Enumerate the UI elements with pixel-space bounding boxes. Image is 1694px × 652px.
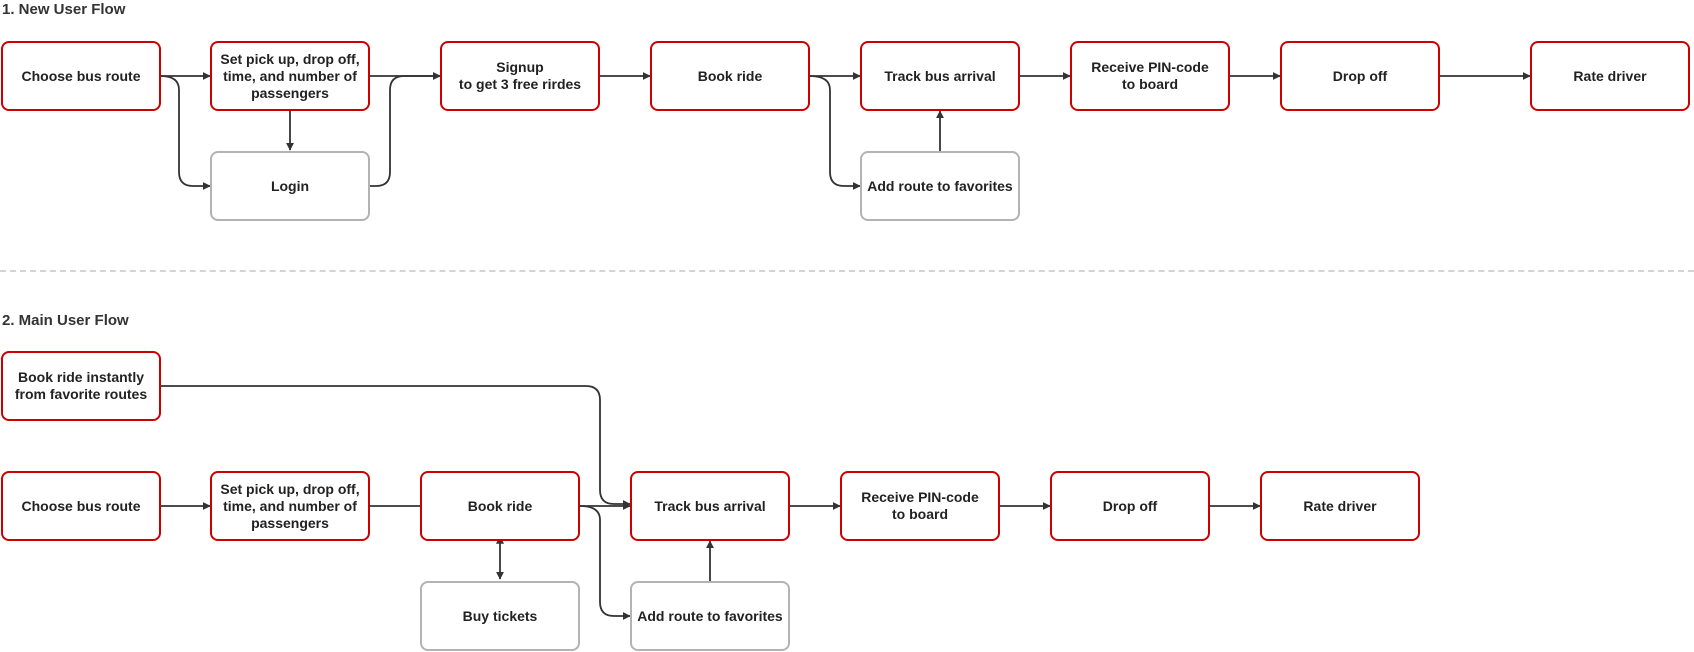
connector-book-to-favorites bbox=[809, 75, 861, 190]
node-set-trip-details: Set pick up, drop off, time, and number … bbox=[210, 471, 370, 541]
connector-instant-to-track bbox=[161, 385, 631, 508]
node-rate-driver: Rate driver bbox=[1530, 41, 1690, 111]
section-title-new-user-flow: 1. New User Flow bbox=[2, 1, 126, 18]
node-add-route-to-favorites: Add route to favorites bbox=[860, 151, 1020, 221]
node-drop-off: Drop off bbox=[1050, 471, 1210, 541]
node-track-bus-arrival: Track bus arrival bbox=[860, 41, 1020, 111]
section-title-main-user-flow: 2. Main User Flow bbox=[2, 312, 129, 329]
node-add-route-to-favorites: Add route to favorites bbox=[630, 581, 790, 651]
node-signup: Signup to get 3 free rirdes bbox=[440, 41, 600, 111]
node-receive-pin-code: Receive PIN-code to board bbox=[1070, 41, 1230, 111]
node-book-ride-instantly: Book ride instantly from favorite routes bbox=[1, 351, 161, 421]
node-choose-bus-route: Choose bus route bbox=[1, 41, 161, 111]
node-drop-off: Drop off bbox=[1280, 41, 1440, 111]
node-buy-tickets: Buy tickets bbox=[420, 581, 580, 651]
node-book-ride: Book ride bbox=[650, 41, 810, 111]
node-receive-pin-code: Receive PIN-code to board bbox=[840, 471, 1000, 541]
node-login: Login bbox=[210, 151, 370, 221]
node-choose-bus-route: Choose bus route bbox=[1, 471, 161, 541]
connector-login-to-signup bbox=[370, 72, 441, 187]
node-track-bus-arrival: Track bus arrival bbox=[630, 471, 790, 541]
connector-book-to-favorites-2 bbox=[579, 505, 631, 620]
section-divider bbox=[0, 270, 1694, 272]
connector-choose-to-login bbox=[160, 75, 211, 190]
node-set-trip-details: Set pick up, drop off, time, and number … bbox=[210, 41, 370, 111]
node-book-ride: Book ride bbox=[420, 471, 580, 541]
node-rate-driver: Rate driver bbox=[1260, 471, 1420, 541]
